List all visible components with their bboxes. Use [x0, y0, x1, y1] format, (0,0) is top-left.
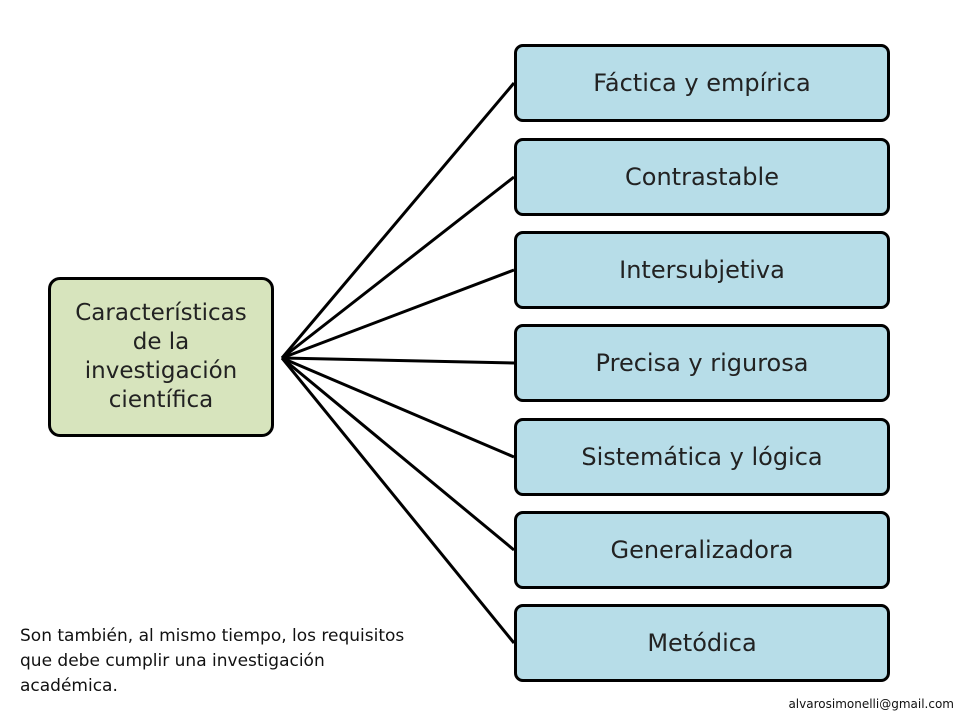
branch-node-sistematica: Sistemática y lógica	[514, 418, 890, 496]
branch-label: Precisa y rigurosa	[595, 349, 809, 377]
center-node-label: Características de la investigación cien…	[75, 300, 247, 413]
connector-line-4	[281, 356, 515, 459]
connector-line-3	[281, 356, 515, 365]
connector-line-5	[281, 356, 515, 552]
connector-line-1	[281, 175, 515, 360]
branch-label: Generalizadora	[610, 536, 794, 564]
branch-node-precisa: Precisa y rigurosa	[514, 324, 890, 402]
branch-node-generalizadora: Generalizadora	[514, 511, 890, 589]
author-email: alvarosimonelli@gmail.com	[788, 697, 954, 711]
branch-label: Contrastable	[625, 163, 779, 191]
footnote-text: Son también, al mismo tiempo, los requis…	[20, 626, 405, 696]
branch-node-intersubjetiva: Intersubjetiva	[514, 231, 890, 309]
branch-node-metodica: Metódica	[514, 604, 890, 682]
branch-node-contrastable: Contrastable	[514, 138, 890, 216]
branch-node-factica: Fáctica y empírica	[514, 44, 890, 122]
branch-label: Sistemática y lógica	[581, 443, 823, 471]
connector-line-0	[280, 82, 516, 359]
connector-line-6	[280, 357, 516, 644]
branch-label: Metódica	[647, 629, 757, 657]
center-node: Características de la investigación cien…	[48, 277, 274, 437]
branch-label: Fáctica y empírica	[593, 69, 811, 97]
branch-label: Intersubjetiva	[619, 256, 785, 284]
connector-line-2	[281, 268, 515, 360]
